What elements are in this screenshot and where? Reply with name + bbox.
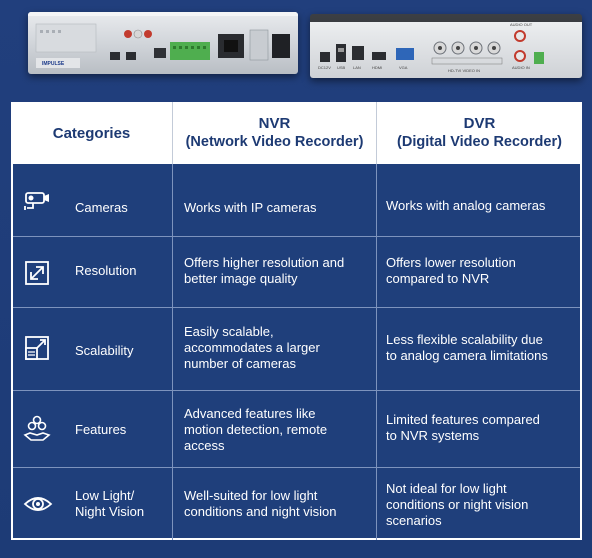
nvr-subtitle: (Network Video Recorder)	[185, 134, 364, 150]
header-divider	[172, 102, 173, 164]
nvr-brand-logo: IMPULSE	[42, 61, 65, 67]
nvr-low-light-line-1: Well-suited for low light	[184, 488, 318, 503]
nvr-title: NVR	[258, 115, 291, 132]
nvr-low-light-line-2: conditions and night vision	[184, 504, 337, 519]
eye-icon	[23, 497, 53, 511]
scalability-icon	[25, 336, 49, 360]
table-row: Features Advanced features like motion d…	[13, 391, 580, 467]
dvr-resolution-line-1: Offers lower resolution	[386, 255, 516, 270]
category-low-light-line-2: Night Vision	[75, 504, 145, 519]
table-row: Cameras Works with IP cameras Works with…	[13, 164, 580, 236]
row-divider	[13, 467, 580, 468]
dvr-scalability-line-2: to analog camera limitations	[386, 348, 548, 363]
dvr-low-light-line-1: Not ideal for low light	[386, 481, 507, 496]
header-dvr: DVR (Digital Video Recorder)	[377, 102, 582, 164]
dvr-label-hdmi: HDMI	[372, 65, 383, 70]
resize-arrow-icon	[25, 261, 49, 285]
dvr-device-image: DC12V USB LAN HDMI VGA HD-TVI VIDEO IN A…	[310, 14, 582, 78]
dvr-low-light-line-2: conditions or night vision	[386, 497, 529, 512]
nvr-cameras-text: Works with IP cameras	[184, 200, 317, 215]
nvr-scalability-line-1: Easily scalable,	[184, 324, 274, 339]
header-divider	[376, 102, 377, 164]
row-divider	[13, 236, 580, 237]
table-row: Low Light/ Night Vision Well-suited for …	[13, 468, 580, 538]
dvr-label-dc: DC12V	[318, 65, 331, 70]
nvr-scalability-line-2: accommodates a larger	[184, 340, 320, 355]
nvr-features-line-1: Advanced features like	[184, 406, 316, 421]
dvr-resolution-line-2: compared to NVR	[386, 271, 490, 286]
row-divider	[13, 390, 580, 391]
dvr-label-usb: USB	[337, 65, 346, 70]
dvr-rear-panel: DC12V USB LAN HDMI VGA HD-TVI VIDEO IN A…	[310, 22, 582, 78]
nvr-features-line-3: access	[184, 438, 225, 453]
dvr-low-light-line-3: scenarios	[386, 513, 442, 528]
dvr-subtitle: (Digital Video Recorder)	[397, 134, 562, 150]
nvr-features-line-2: motion detection, remote	[184, 422, 328, 437]
header-categories: Categories	[52, 124, 131, 142]
dvr-label-audio-out: AUDIO OUT	[510, 22, 533, 27]
nvr-rear-panel	[28, 12, 298, 68]
nvr-device-image: IMPULSE	[28, 12, 298, 74]
category-cameras: Cameras	[75, 200, 128, 215]
dvr-label-lan: LAN	[353, 65, 361, 70]
table-row: Scalability Easily scalable, accommodate…	[13, 308, 580, 390]
comparison-table: Categories NVR (Network Video Recorder) …	[11, 102, 582, 540]
features-icon	[23, 415, 51, 441]
camera-icon	[24, 192, 49, 210]
dvr-cameras-text: Works with analog cameras	[386, 198, 546, 213]
table-header: Categories NVR (Network Video Recorder) …	[11, 102, 582, 164]
category-low-light-line-1: Low Light/	[75, 488, 135, 503]
dvr-label-video-in: HD-TVI VIDEO IN	[448, 68, 481, 73]
dvr-ports	[320, 30, 544, 65]
nvr-resolution-line-1: Offers higher resolution and	[184, 255, 345, 270]
category-features: Features	[75, 422, 127, 437]
nvr-resolution-line-2: better image quality	[184, 271, 298, 286]
dvr-features-line-1: Limited features compared	[386, 412, 540, 427]
table-body: Cameras Works with IP cameras Works with…	[13, 164, 580, 538]
column-divider	[376, 164, 377, 540]
category-scalability: Scalability	[75, 343, 134, 358]
dvr-scalability-line-1: Less flexible scalability due	[386, 332, 543, 347]
category-resolution: Resolution	[75, 263, 137, 278]
dvr-label-vga: VGA	[399, 65, 408, 70]
column-divider	[172, 164, 173, 540]
header-nvr: NVR (Network Video Recorder)	[173, 102, 376, 164]
dvr-label-audio-in: AUDIO IN	[512, 65, 530, 70]
table-row: Resolution Offers higher resolution and …	[13, 237, 580, 307]
row-divider	[13, 307, 580, 308]
dvr-title: DVR	[463, 115, 496, 132]
dvr-features-line-2: to NVR systems	[386, 428, 480, 443]
nvr-scalability-line-3: number of cameras	[184, 356, 296, 371]
